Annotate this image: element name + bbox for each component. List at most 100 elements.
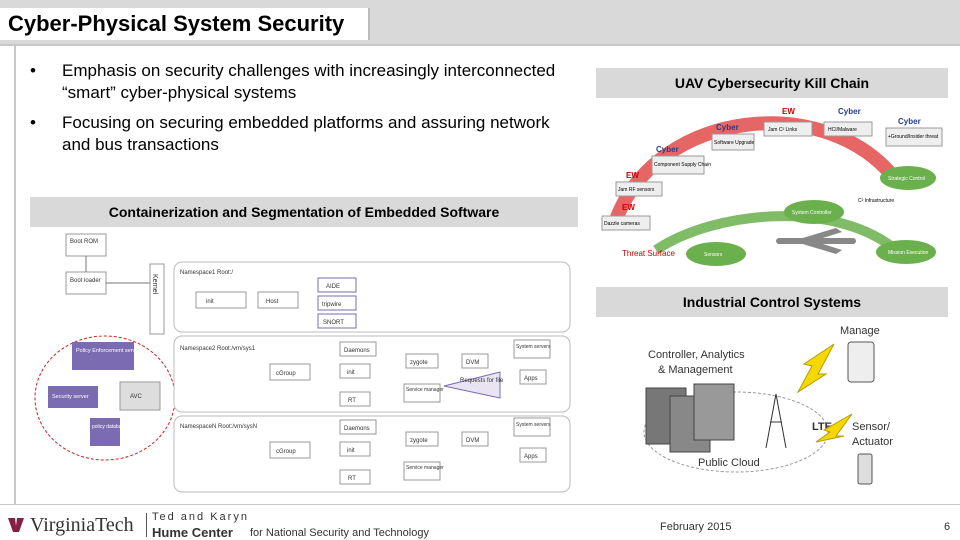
left-rule [14,46,16,504]
cgroupn-label: cGroup [276,449,296,455]
sensor-label-1: Sensor/ [852,421,891,433]
service-managern-label: Service manager [406,465,444,471]
ew-top-label: EW [782,107,795,116]
software-upgrade-label: Software Upgrade [714,140,755,146]
rt2-box [339,391,371,407]
avc-label: AVC [130,394,143,400]
manage-label: Manage [840,325,880,337]
bullet-symbol: • [30,113,36,132]
daemonsn-label: Daemons [344,426,370,432]
system-servers2-label: System servers [516,344,551,350]
aide-label: AIDE [326,284,340,290]
threat-surface-label: Threat Surface [622,249,675,258]
dvm2-box [461,353,489,369]
bullet-text: Focusing on securing embedded platforms … [62,113,550,154]
dvmn-box [461,431,489,447]
containerization-heading: Containerization and Segmentation of Emb… [30,197,578,227]
boot-rom-box [65,233,107,257]
snort-box [317,313,357,329]
cgroup2-label: cGroup [276,371,296,377]
rtn-box [339,469,371,485]
sensor-label-2: Actuator [852,436,893,448]
service-manager2-label: Service manager [406,387,444,393]
namespace1-box [173,261,571,333]
lightning-bolt-icon [796,343,835,394]
rtn-label: RT [348,476,356,482]
boot-rom-label: Boot ROM [70,239,98,245]
daemons2-label: Daemons [344,348,370,354]
mission-exec-node [876,240,936,264]
requests-arrow [443,371,501,399]
security-server-label: Security server [52,394,89,400]
sensor-device-icon [857,453,873,485]
bullet-symbol: • [30,61,36,80]
footer-divider [146,513,147,537]
org-name: VirginiaTech [30,514,134,536]
containerization-diagram: Boot ROM Boot loader Kernel Namespace1 R… [30,228,578,504]
jam-rf-label: Jam RF sensors [618,187,655,193]
system-controller-label: System Controller [792,210,832,216]
insider-threat-box [885,127,943,147]
kernel-box [149,263,165,335]
dvm2-label: DVM [466,360,479,366]
ew-cyber-arrow [609,116,902,223]
dazzle-label: Dazzle cameras [604,221,640,227]
zygote2-label: zygote [410,360,428,366]
namespace2-label: Namespace2 Root:/vm/sys1 [180,346,256,352]
apps2-box [519,369,547,385]
cyber-right-label: Cyber [898,117,921,126]
host-label: Host [266,299,279,305]
system-serversn-box [513,417,551,437]
daemonsn-box [339,419,377,435]
host-box [257,291,299,309]
apps2-label: Apps [524,376,538,382]
component-supply-box [651,155,705,175]
sensors-label: Sensors [704,252,723,258]
slide-title: Cyber-Physical System Security [0,8,370,40]
jam-rf-box [615,181,663,197]
namespace1-label: Namespace1 Root:/ [180,270,233,276]
cgroupn-box [269,441,311,459]
hume-line1: Ted and Karyn [152,511,249,523]
zygote2-box [405,353,439,369]
hume-line3: for National Security and Technology [250,527,429,539]
kernel-label: Kernel [151,274,158,295]
initn-box [339,441,371,457]
tripwire-box [317,295,357,311]
dvmn-label: DVM [466,438,479,444]
daemons2-box [339,341,377,357]
appsn-box [519,447,547,463]
tablet-icon [847,341,875,383]
system-controller-node [784,200,844,224]
zygoten-label: zygote [410,438,428,444]
c2-infra-label: C² Infrastructure [858,198,894,204]
mission-exec-label: Mission Execution [888,250,929,256]
policy-database [90,418,120,446]
cyber-top-label: Cyber [838,107,861,116]
appsn-label: Apps [524,454,538,460]
cyber-mid-label: Cyber [656,145,679,154]
footer-date: February 2015 [660,521,732,533]
bullet-item: • Emphasis on security challenges with i… [30,60,570,104]
init1-box [195,291,247,309]
policy-db-label: policy databa se [92,424,128,430]
policy-enforcement-label: Policy Enforcement server [76,348,140,354]
init2-box [339,363,371,379]
footer: VirginiaTech Ted and Karyn Hume Center f… [0,504,960,540]
system-serversn-label: System servers [516,422,551,428]
tripwire-label: tripwire [322,302,342,308]
aide-box [317,277,357,293]
requests-label: Requests for file [460,378,504,384]
avc-box [119,381,161,411]
ics-diagram: Manage Controller, Analytics & Managemen… [596,318,948,504]
system-arrow [653,211,900,255]
sensors-node [686,242,746,266]
security-server-box [48,386,98,408]
init1-label: init [206,299,214,305]
bullet-text: Emphasis on security challenges with inc… [62,61,556,102]
uav-kill-chain-diagram: EW Cyber Cyber Cyber Cyber EW EW Softwar… [596,100,948,280]
boot-loader-label: Boot loader [70,278,101,284]
ics-heading: Industrial Control Systems [596,287,948,317]
rt2-label: RT [348,398,356,404]
ew-low-label: EW [622,203,635,212]
